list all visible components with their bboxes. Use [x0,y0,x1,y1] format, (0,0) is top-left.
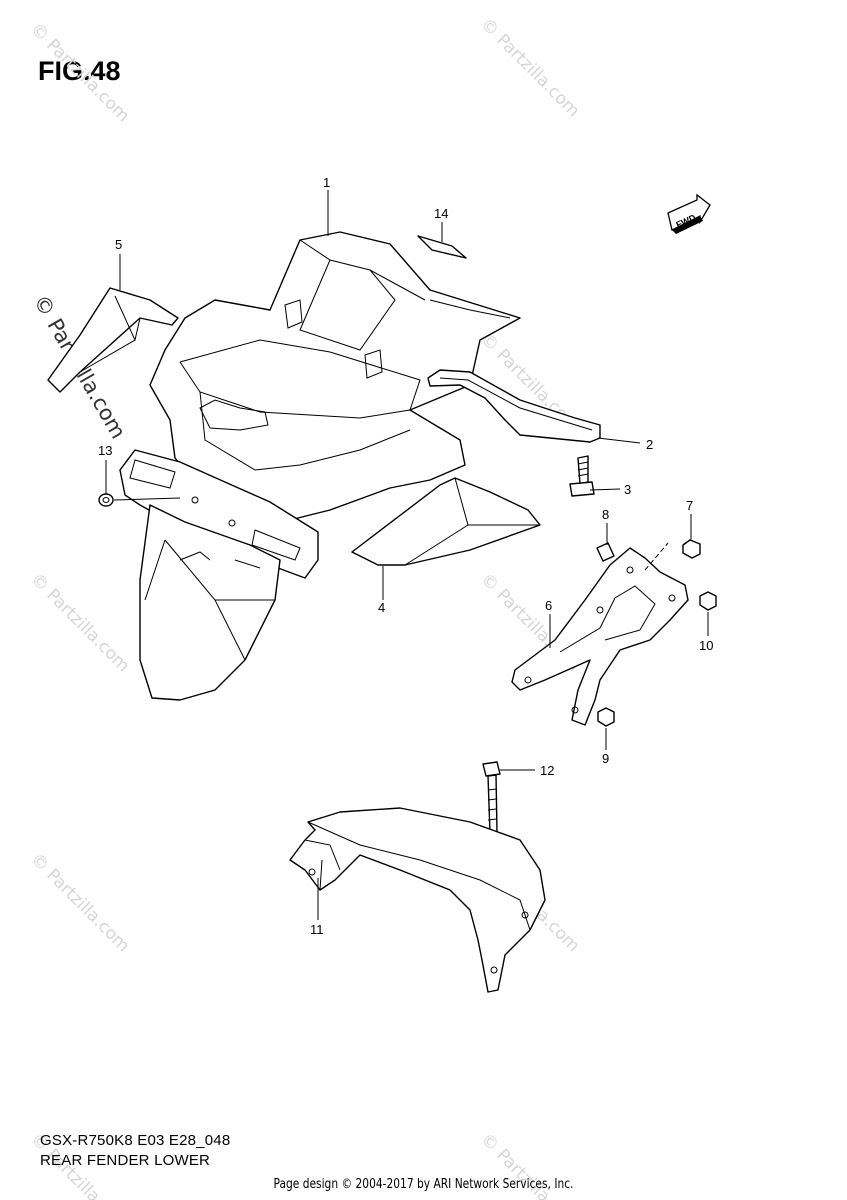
part-7-bolt [682,539,701,559]
part-9-bolt [597,707,615,727]
callout-labels: 1 2 3 4 5 6 7 8 9 10 11 12 13 14 [98,175,713,937]
part-2-gasket [427,369,601,443]
callout-8: 8 [602,507,609,522]
fwd-arrow-icon: FWD [667,193,711,234]
part-5-side-cover [47,287,179,393]
watermark: © Partzilla.com [26,849,133,956]
part-8-nut [596,542,615,562]
part-6-bracket [511,542,689,726]
callout-5: 5 [115,237,122,252]
callout-12: 12 [540,763,554,778]
license-plate-bracket [119,449,319,701]
copyright-credit: Page design © 2004-2017 by ARI Network S… [273,1177,574,1192]
callout-7: 7 [686,498,693,513]
callout-1: 1 [323,175,330,190]
part-11-under-cover [289,807,546,993]
part-12-bolt [482,761,501,834]
figure-title: FIG.48 [38,56,121,86]
callout-2: 2 [646,437,653,452]
watermark: © Partzilla.com [26,19,133,126]
callout-4: 4 [378,600,385,615]
part-10-bolt [699,591,717,611]
callout-6: 6 [545,598,552,613]
callout-9: 9 [602,751,609,766]
watermark: © Partzilla.com [26,569,133,676]
model-code: GSX-R750K8 E03 E28_048 [40,1132,231,1149]
callout-11: 11 [310,922,324,937]
callout-13: 13 [98,443,112,458]
section-name: REAR FENDER LOWER [40,1152,211,1169]
callout-3: 3 [624,482,631,497]
leader-lines [105,190,709,920]
callout-14: 14 [434,206,448,221]
part-13-nut [98,493,114,507]
part-3-bolt [569,455,595,497]
watermarks: © Partzilla.com © Partzilla.com © Partzi… [26,14,583,1200]
callout-10: 10 [699,638,713,653]
part-14-label [417,235,467,259]
part-4-flap [351,477,541,566]
watermark: © Partzilla.com [476,14,583,121]
